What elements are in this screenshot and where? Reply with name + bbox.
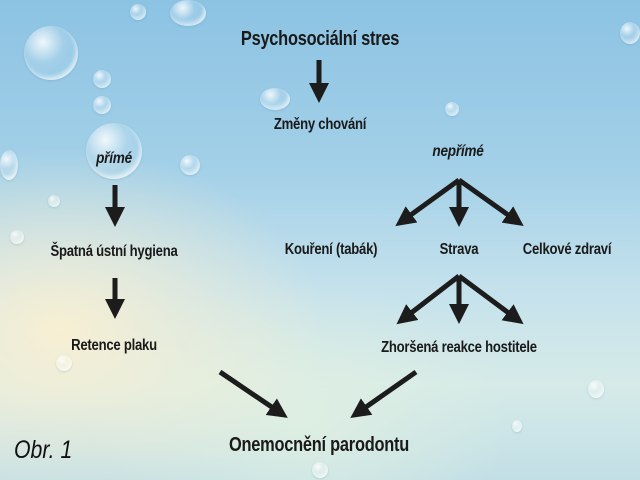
node-plaque-retention: Retence plaku bbox=[71, 337, 157, 354]
arrow-plaque-to-disease bbox=[218, 369, 288, 418]
node-general-health: Celkové zdraví bbox=[522, 241, 612, 258]
arrow-diet-to-host-left bbox=[396, 274, 461, 325]
arrow-indirect-to-smoking bbox=[395, 177, 461, 227]
node-behavior-change: Změny chování bbox=[273, 116, 367, 133]
node-smoking: Kouření (tabák) bbox=[284, 241, 378, 258]
arrow-host-to-disease bbox=[350, 369, 418, 419]
figure-caption: Obr. 1 bbox=[14, 436, 73, 464]
label-indirect: nepřímé bbox=[432, 143, 484, 160]
node-diet: Strava bbox=[439, 241, 479, 258]
node-periodontal-disease: Onemocnění parodontu bbox=[228, 434, 410, 456]
node-poor-oral-hygiene: Špatná ústní hygiena bbox=[50, 243, 178, 260]
node-psychosocial-stress: Psychosociální stres bbox=[240, 28, 400, 50]
arrow-indirect-to-health bbox=[457, 177, 524, 227]
arrow-diet-to-host-right bbox=[457, 273, 524, 325]
label-direct: přímé bbox=[96, 150, 132, 167]
node-impaired-host-response: Zhoršená reakce hostitele bbox=[381, 339, 537, 356]
